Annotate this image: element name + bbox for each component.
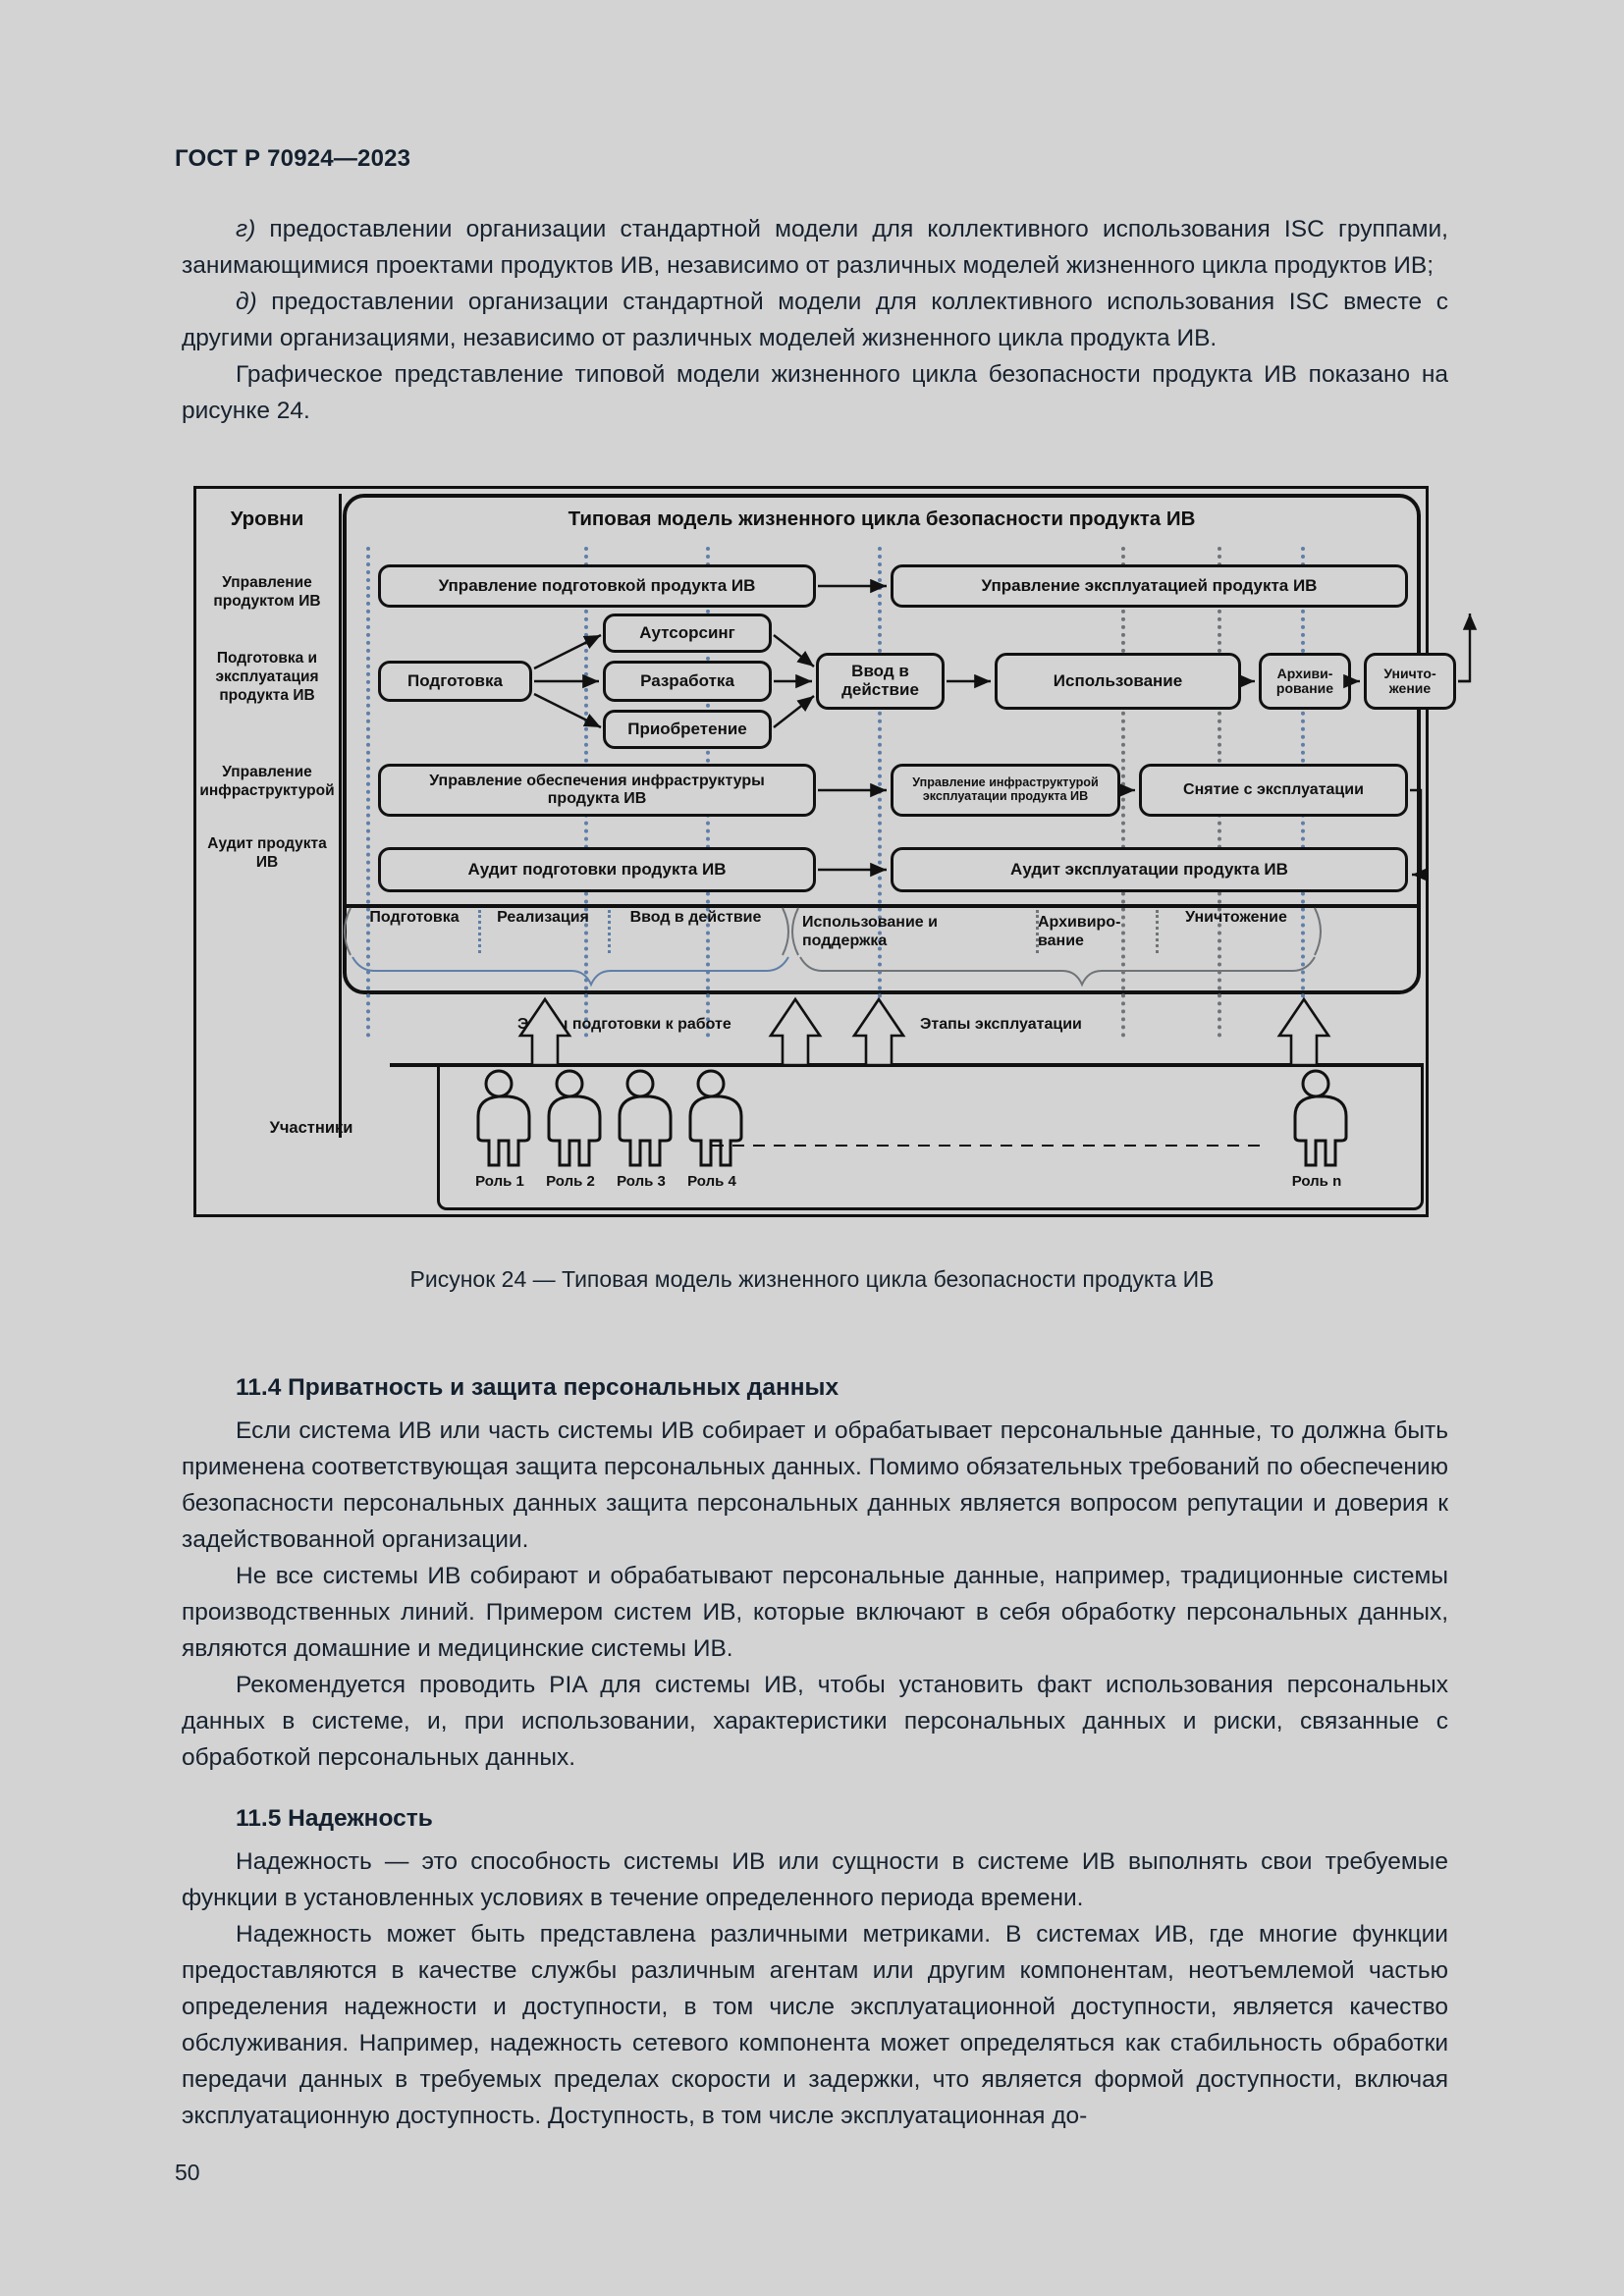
- level-label-line: Управление: [222, 574, 312, 591]
- box-destruction[interactable]: Уничто- жение: [1364, 653, 1456, 710]
- box-outsourcing[interactable]: Аутсорсинг: [603, 614, 772, 653]
- level-label-product-management: Управление продуктом ИВ: [193, 573, 341, 611]
- list-marker-g: г): [236, 216, 256, 242]
- phase-line: вание: [1038, 933, 1084, 949]
- page-number: 50: [175, 2160, 200, 2185]
- box-archiving[interactable]: Архиви- рование: [1259, 653, 1351, 710]
- upper-text-block: г) предоставлении организации стандартно…: [182, 211, 1448, 429]
- level-label-line: Подготовка и: [216, 650, 318, 667]
- section-heading-11-4: 11.4 Приватность и защита персональных д…: [236, 1374, 839, 1401]
- section-heading-11-5: 11.5 Надежность: [236, 1805, 433, 1832]
- level-label-line: продуктом ИВ: [213, 593, 321, 610]
- box-infrastructure-preparation[interactable]: Управление обеспечения инфраструктуры пр…: [378, 764, 816, 817]
- role-label-n: Роль n: [1277, 1173, 1356, 1190]
- phase-label-destruction: Уничтожение: [1185, 909, 1287, 926]
- phase-separator-4: [1156, 910, 1159, 953]
- role-label-2: Роль 2: [546, 1173, 595, 1190]
- box-infrastructure-operation[interactable]: Управление инфраструктурой эксплуатации …: [891, 764, 1120, 817]
- model-container-frame: [343, 494, 1421, 994]
- phase-label-commissioning: Ввод в действие: [629, 909, 762, 926]
- role-label-3: Роль 3: [617, 1173, 666, 1190]
- box-management-operation[interactable]: Управление эксплуатацией продукта ИВ: [891, 564, 1408, 608]
- box-line: Уничто-: [1383, 665, 1436, 681]
- box-preparation[interactable]: Подготовка: [378, 661, 532, 702]
- box-usage[interactable]: Использование: [995, 653, 1241, 710]
- box-audit-preparation[interactable]: Аудит подготовки продукта ИВ: [378, 847, 816, 892]
- paragraph-11-5-1: Надежность — это способность системы ИВ …: [182, 1848, 1448, 1911]
- level-label-line: инфраструктурой: [199, 782, 335, 799]
- phase-separator-3: [1036, 910, 1039, 953]
- box-acquisition[interactable]: Приобретение: [603, 710, 772, 749]
- level-label-product-audit: Аудит продукта ИВ: [193, 834, 341, 872]
- box-line: жение: [1388, 680, 1432, 696]
- level-label-line: ИВ: [255, 854, 279, 871]
- box-line: Архиви-: [1276, 665, 1333, 681]
- box-line: продукта ИВ: [547, 790, 647, 807]
- figure-caption: Рисунок 24 — Типовая модель жизненного ц…: [409, 1266, 1215, 1292]
- lower-text-block: 11.4 Приватность и защита персональных д…: [182, 1374, 1448, 2134]
- box-line: эксплуатации продукта ИВ: [922, 789, 1089, 803]
- box-development[interactable]: Разработка: [603, 661, 772, 702]
- stage-label-operation-stages: Этапы эксплуатации: [920, 1016, 1082, 1033]
- box-line: Ввод в: [851, 662, 909, 681]
- participants-label: Участники: [269, 1119, 353, 1137]
- phase-label-archiving: Архивиро- вание: [1038, 908, 1151, 955]
- figure-24-lifecycle-model: Уровни Типовая модель жизненного цикла б…: [193, 486, 1478, 1217]
- spacer: [182, 1402, 1448, 1413]
- phase-label-preparation: Подготовка: [369, 909, 460, 926]
- spacer: [182, 1776, 1448, 1805]
- levels-column-divider: [339, 494, 342, 1138]
- figure-title: Типовая модель жизненного цикла безопасн…: [568, 507, 1196, 530]
- loop-arrow-to-management: [1458, 614, 1478, 683]
- participants-panel: [437, 1065, 1424, 1210]
- level-label-line: эксплуатация: [215, 668, 319, 685]
- phase-line: поддержка: [802, 933, 888, 949]
- box-line: рование: [1275, 680, 1334, 696]
- phase-separator-1: [478, 910, 481, 953]
- role-label-1: Роль 1: [475, 1173, 524, 1190]
- standard-number-header: ГОСТ Р 70924—2023: [175, 145, 411, 172]
- spacer: [182, 1833, 1448, 1843]
- box-audit-operation[interactable]: Аудит эксплуатации продукта ИВ: [891, 847, 1408, 892]
- levels-column-title: Уровни: [230, 507, 304, 530]
- list-marker-d: д): [236, 289, 257, 315]
- guide-line-5: [1121, 547, 1125, 1038]
- phase-separator-2: [608, 910, 611, 953]
- role-label-4: Роль 4: [687, 1173, 736, 1190]
- paragraph-11-4-3: Рекомендуется проводить PIA для системы …: [182, 1672, 1448, 1771]
- paragraph-11-5-2: Надежность может быть представлена разли…: [182, 1921, 1448, 2129]
- level-label-infrastructure-management: Управление инфраструктурой: [193, 763, 341, 800]
- box-decommission[interactable]: Снятие с эксплуатации: [1139, 764, 1408, 817]
- paragraph-item-g: г) предоставлении организации стандартно…: [182, 216, 1448, 279]
- phase-line: Использование и: [802, 914, 938, 931]
- paragraph-11-4-2: Не все системы ИВ собирают и обрабатываю…: [182, 1563, 1448, 1662]
- box-line: действие: [841, 680, 919, 699]
- phase-label-realization: Реализация: [497, 909, 589, 926]
- paragraph-11-4-1: Если система ИВ или часть системы ИВ соб…: [182, 1417, 1448, 1553]
- phase-label-usage-support: Использование и поддержка: [802, 908, 1028, 955]
- level-label-line: Аудит продукта: [207, 835, 327, 852]
- role-label-n-text: Роль n: [1291, 1173, 1342, 1190]
- box-line: Управление инфраструктурой: [912, 775, 1099, 790]
- guide-line-1: [366, 547, 370, 1038]
- stage-label-preparation-stages: Этапы подготовки к работе: [517, 1016, 731, 1033]
- guide-line-4: [878, 547, 882, 1038]
- box-management-preparation[interactable]: Управление подготовкой продукта ИВ: [378, 564, 816, 608]
- box-commissioning[interactable]: Ввод в действие: [816, 653, 945, 710]
- phase-line: Архивиро-: [1038, 914, 1121, 931]
- level-label-line: продукта ИВ: [219, 687, 315, 704]
- paragraph-item-d: д) предоставлении организации стандартно…: [182, 289, 1448, 351]
- paragraph-figure-intro: Графическое представление типовой модели…: [182, 361, 1448, 424]
- level-label-preparation-operation: Подготовка и эксплуатация продукта ИВ: [193, 649, 341, 705]
- level-label-line: Управление: [222, 764, 312, 780]
- box-line: Управление обеспечения инфраструктуры: [429, 773, 765, 790]
